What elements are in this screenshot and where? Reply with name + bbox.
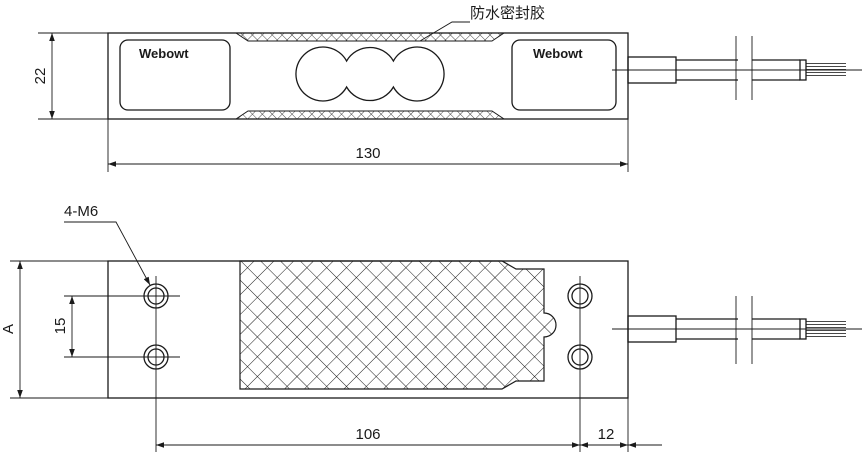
- seal-label: 防水密封胶: [470, 5, 545, 22]
- dim-hole-spacing-h-label: 106: [355, 426, 380, 443]
- dim-end-offset: 12: [580, 426, 662, 448]
- dim-top-height-label: 22: [32, 68, 49, 85]
- top-right-plate: [511, 39, 617, 111]
- dim-bottom-height: A: [0, 260, 108, 399]
- bottom-view: 4-M6 A 15: [0, 203, 862, 452]
- knurled-area: [239, 260, 557, 390]
- seal-strip-bottom: [234, 110, 506, 120]
- seal-strip-top: [234, 32, 506, 42]
- dim-top-length-label: 130: [355, 145, 380, 162]
- dim-end-offset-label: 12: [598, 426, 615, 443]
- top-left-brand: Webowt: [139, 46, 189, 61]
- dim-hole-spacing-v-label: 15: [52, 318, 69, 335]
- top-cable: [612, 36, 862, 100]
- hole-leader: [64, 221, 151, 286]
- triple-bore: [295, 46, 445, 102]
- seal-leader: [419, 21, 470, 42]
- hole-label: 4-M6: [64, 203, 98, 220]
- dim-hole-spacing-h: 106: [156, 426, 580, 448]
- top-view: Webowt Webowt 防水密封胶: [32, 5, 862, 172]
- dim-hole-spacing-v: 15: [52, 295, 180, 358]
- top-left-plate: [119, 39, 231, 111]
- bottom-cable: [612, 296, 862, 364]
- dim-top-length: 130: [107, 119, 629, 172]
- dim-bottom-height-label: A: [0, 324, 17, 334]
- dim-top-height: 22: [32, 32, 108, 120]
- top-right-brand: Webowt: [533, 46, 583, 61]
